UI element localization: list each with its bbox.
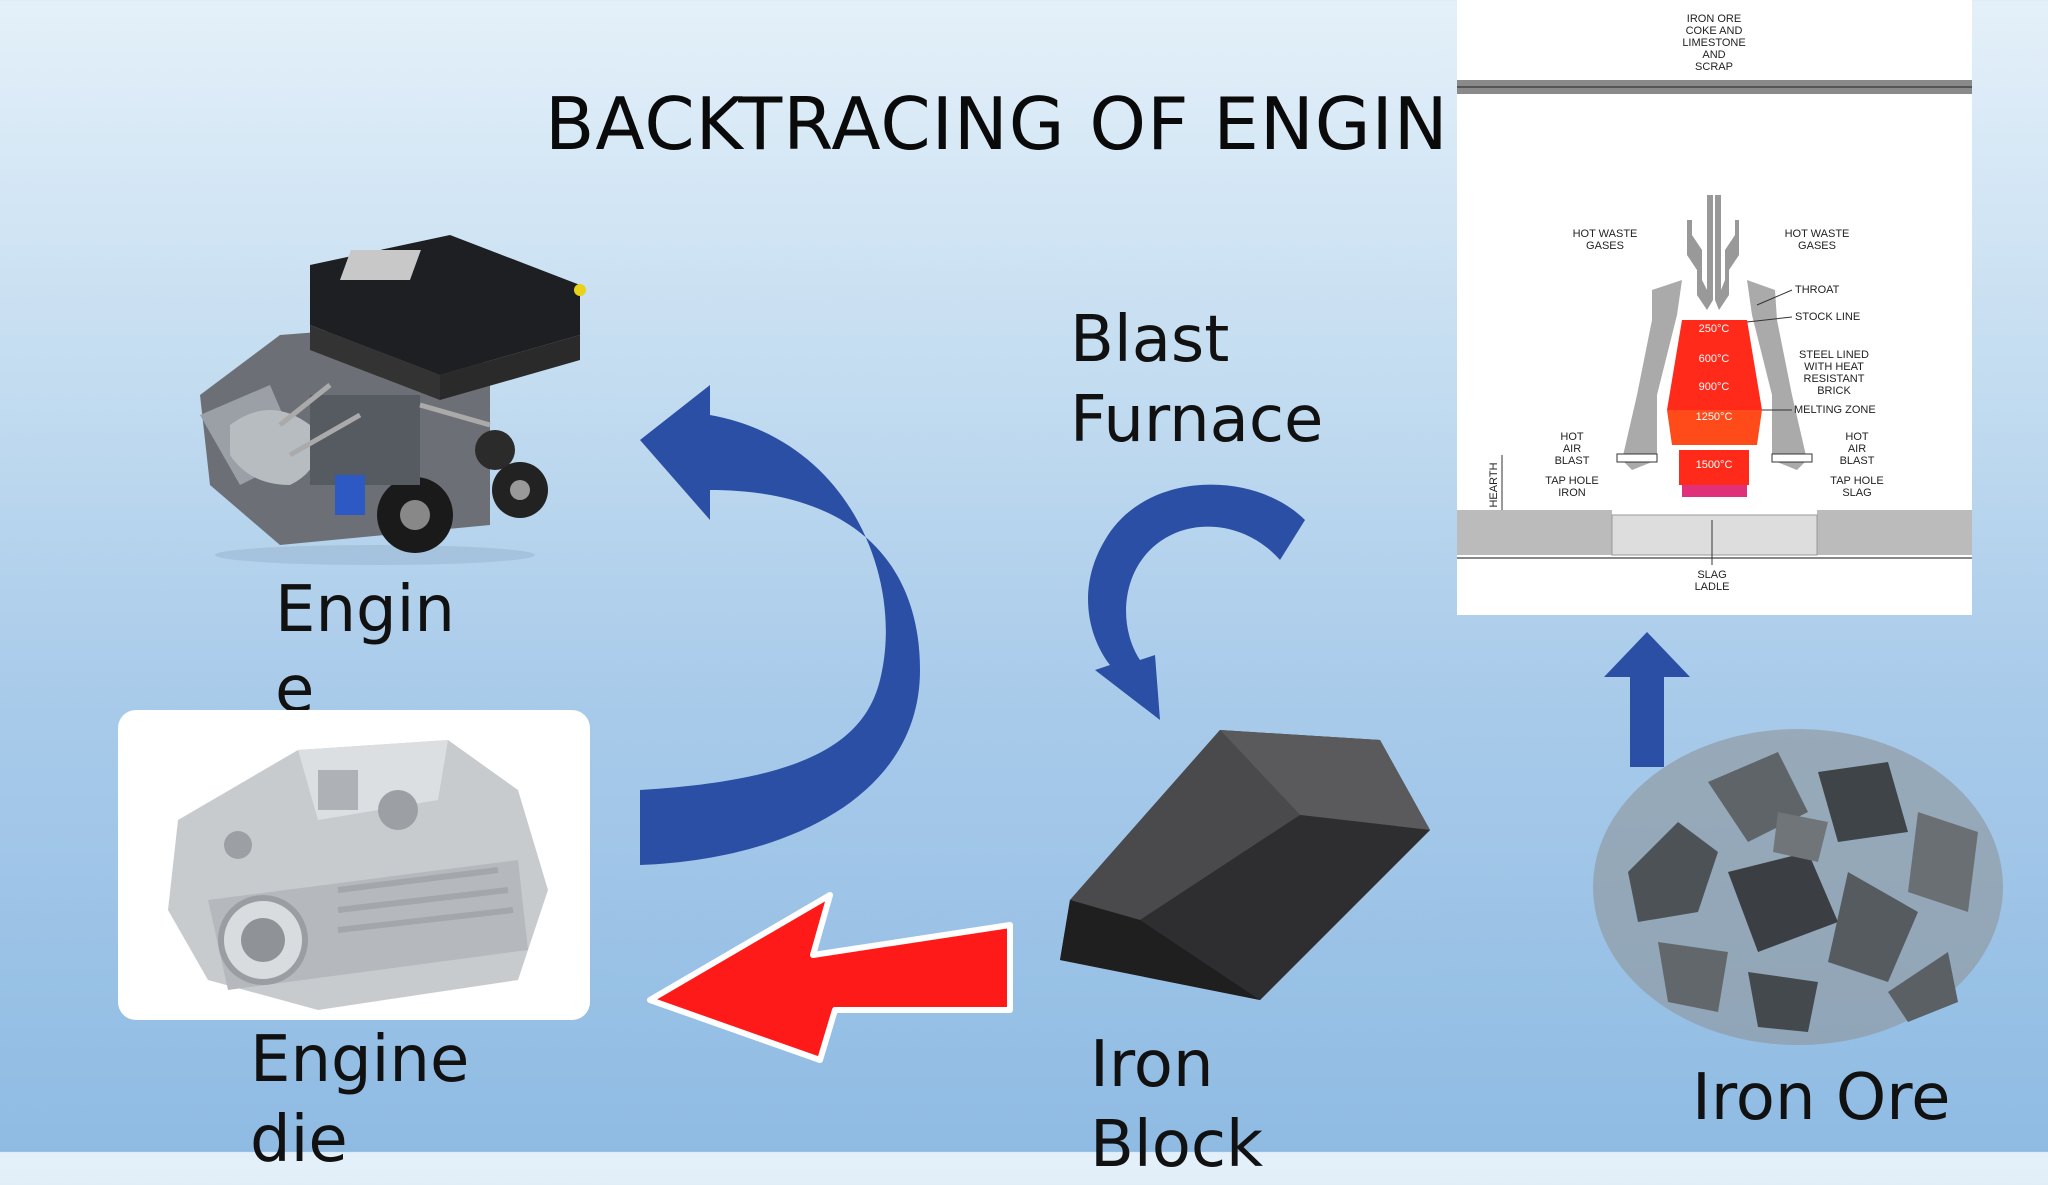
curved-arrow-to-iron-block <box>1088 484 1305 720</box>
temp-600: 600°C <box>1699 353 1730 365</box>
diagram-top-text-5: SCRAP <box>1695 61 1733 73</box>
temp-1500: 1500°C <box>1696 459 1733 471</box>
steel-lined-3: RESISTANT <box>1804 373 1865 385</box>
hot-air-right-2: AIR <box>1848 443 1866 455</box>
hot-air-left-2: AIR <box>1563 443 1581 455</box>
slide-title: BACKTRACING OF ENGIN <box>545 82 1449 166</box>
slag-ladle-1: SLAG <box>1697 569 1726 581</box>
engine-die-label: Engine die <box>250 1023 470 1177</box>
engine-image <box>200 235 586 565</box>
throat-label: THROAT <box>1795 284 1840 296</box>
engine-label: Engine <box>275 573 455 727</box>
tap-hole-slag-2: SLAG <box>1842 487 1871 499</box>
red-arrow-to-die <box>647 892 1013 1063</box>
diagram-top-text-3: LIMESTONE <box>1682 37 1745 49</box>
hot-air-left-1: HOT <box>1560 431 1584 443</box>
temp-900: 900°C <box>1699 381 1730 393</box>
blast-furnace-label: Blast Furnace <box>1070 303 1324 457</box>
iron-ore-image <box>1593 729 2003 1045</box>
up-arrow-to-furnace <box>1604 632 1690 767</box>
steel-lined-2: WITH HEAT <box>1804 361 1864 373</box>
engine-die-card <box>118 710 590 1020</box>
hot-waste-right-2: GASES <box>1798 240 1836 252</box>
hot-air-left-3: BLAST <box>1555 455 1590 467</box>
iron-block-image <box>1060 730 1430 1000</box>
curved-arrow-to-engine <box>640 385 920 865</box>
hot-waste-left-2: GASES <box>1586 240 1624 252</box>
engine-die-image <box>168 740 548 1010</box>
temp-1250: 1250°C <box>1696 411 1733 423</box>
hot-waste-right-1: HOT WASTE <box>1785 228 1850 240</box>
stock-line-label: STOCK LINE <box>1795 311 1860 323</box>
furnace-hot-zone <box>1667 320 1762 410</box>
melting-zone-label: MELTING ZONE <box>1794 404 1876 416</box>
furnace-diagram-svg: IRON ORE COKE AND LIMESTONE AND SCRAP HO… <box>1457 13 1972 593</box>
diagram-top-text-4: AND <box>1702 49 1725 61</box>
tap-hole-iron-2: IRON <box>1558 487 1586 499</box>
tap-hole-iron-1: TAP HOLE <box>1545 475 1598 487</box>
hot-waste-left-1: HOT WASTE <box>1573 228 1638 240</box>
diagram-top-text-1: IRON ORE <box>1687 13 1741 25</box>
hot-air-right-3: BLAST <box>1840 455 1875 467</box>
steel-lined-1: STEEL LINED <box>1799 349 1869 361</box>
diagram-top-text-2: COKE AND <box>1686 25 1743 37</box>
hot-air-right-1: HOT <box>1845 431 1869 443</box>
iron-block-label: Iron Block <box>1090 1028 1264 1182</box>
temp-250: 250°C <box>1699 323 1730 335</box>
hearth-label: HEARTH <box>1488 462 1500 507</box>
slag-ladle-2: LADLE <box>1695 581 1730 593</box>
steel-lined-4: BRICK <box>1817 385 1851 397</box>
iron-ore-label: Iron Ore <box>1692 1061 1951 1135</box>
tap-hole-slag-1: TAP HOLE <box>1830 475 1883 487</box>
blast-furnace-diagram: IRON ORE COKE AND LIMESTONE AND SCRAP HO… <box>1457 0 1972 615</box>
